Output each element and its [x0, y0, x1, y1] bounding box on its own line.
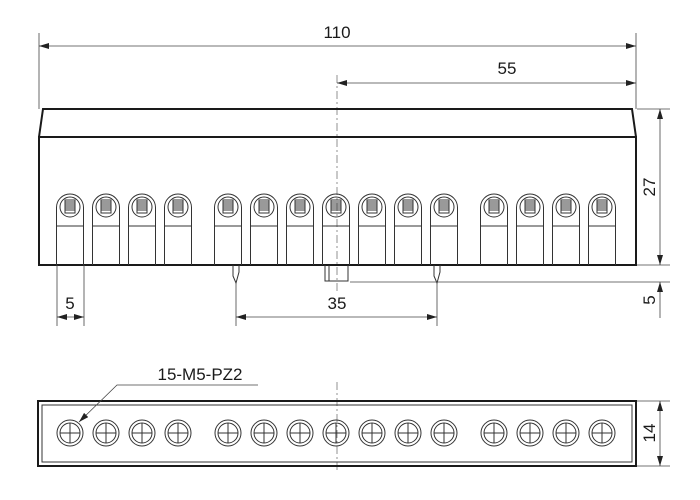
front-view: [38, 108, 637, 285]
screw-head-top: [128, 419, 156, 447]
screw-head-side: [519, 196, 541, 218]
dim-label-5-foot: 5: [640, 295, 659, 304]
terminal-front: [286, 193, 314, 265]
terminal-front: [92, 193, 120, 265]
screw-head-top: [56, 419, 84, 447]
screw-head-side: [253, 196, 275, 218]
screw-head-top: [588, 419, 616, 447]
mount-clip-right: [433, 265, 441, 285]
terminal-front: [322, 193, 350, 265]
terminal-front: [516, 193, 544, 265]
dim-label-110: 110: [323, 23, 350, 42]
terminal-front: [250, 193, 278, 265]
screw-head-top: [480, 419, 508, 447]
top-view-inner: [41, 404, 633, 463]
screw-head-side: [361, 196, 383, 218]
screw-head-side: [131, 196, 153, 218]
screw-head-side: [591, 196, 613, 218]
screw-head-top: [394, 419, 422, 447]
screw-head-top: [214, 419, 242, 447]
terminals-top: [56, 419, 616, 447]
mount-stub-center: [324, 265, 349, 282]
terminal-front: [164, 193, 192, 265]
dim-label-35: 35: [328, 294, 347, 313]
terminal-front: [588, 193, 616, 265]
screw-head-top: [516, 419, 544, 447]
screw-head-side: [483, 196, 505, 218]
terminal-front: [552, 193, 580, 265]
top-view-outer: [37, 400, 637, 467]
screw-head-side: [433, 196, 455, 218]
screw-head-side: [95, 196, 117, 218]
screw-head-side: [397, 196, 419, 218]
screw-head-side: [555, 196, 577, 218]
terminal-front: [358, 193, 386, 265]
terminal-front: [56, 193, 84, 265]
dim-label-5-pitch: 5: [65, 294, 74, 313]
screw-head-top: [430, 419, 458, 447]
screw-head-side: [217, 196, 239, 218]
screw-head-top: [92, 419, 120, 447]
terminal-front: [128, 193, 156, 265]
screw-head-top: [358, 419, 386, 447]
screw-head-top: [552, 419, 580, 447]
screw-head-top: [164, 419, 192, 447]
body-top-chamfer: [38, 108, 637, 138]
terminal-front: [394, 193, 422, 265]
screw-head-top: [322, 419, 350, 447]
terminals-front: [56, 193, 616, 265]
mount-clip-left: [232, 265, 240, 285]
terminal-front: [214, 193, 242, 265]
screw-head-side: [289, 196, 311, 218]
screw-head-top: [250, 419, 278, 447]
dim-label-14: 14: [640, 424, 659, 443]
dim-label-27: 27: [640, 178, 659, 197]
screw-head-top: [286, 419, 314, 447]
dim-label-55: 55: [498, 59, 517, 78]
terminal-front: [480, 193, 508, 265]
screw-head-side: [59, 196, 81, 218]
screw-head-side: [167, 196, 189, 218]
terminal-front: [430, 193, 458, 265]
callout-label: 15-M5-PZ2: [157, 365, 242, 384]
body-outline: [38, 136, 637, 266]
callout-leader: [78, 384, 258, 423]
screw-head-side: [325, 196, 347, 218]
top-view: [37, 400, 637, 467]
